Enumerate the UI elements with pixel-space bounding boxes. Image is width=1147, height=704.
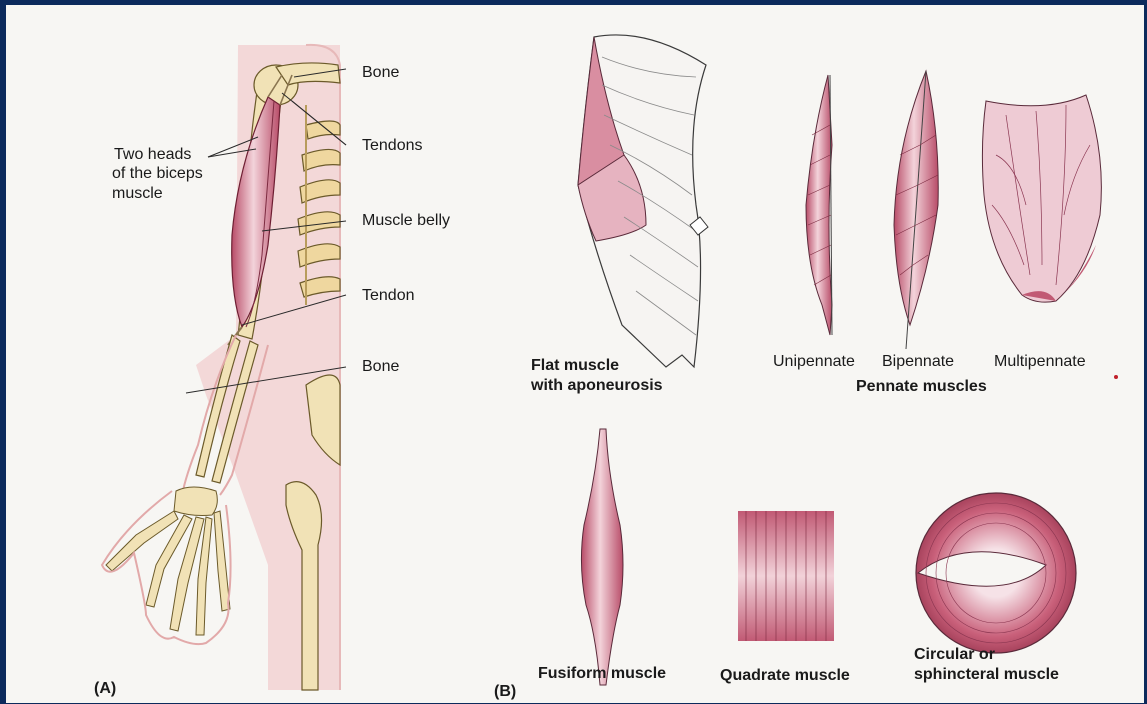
label-flat-muscle-1: Flat muscle (531, 356, 619, 375)
hand-bones (106, 487, 230, 635)
label-bone-top: Bone (362, 63, 399, 82)
stray-mark (1114, 375, 1118, 379)
arm-illustration (102, 45, 346, 690)
label-multipennate: Multipennate (994, 352, 1086, 371)
label-tendon: Tendon (362, 286, 415, 305)
label-pennate-muscles: Pennate muscles (856, 377, 987, 396)
label-flat-muscle-2: with aponeurosis (531, 376, 663, 395)
flat-muscle-illustration (578, 35, 708, 367)
label-quadrate: Quadrate muscle (720, 666, 850, 685)
label-fusiform: Fusiform muscle (538, 664, 666, 683)
quadrate-muscle-illustration (738, 511, 834, 641)
bipennate-muscle-illustration (894, 71, 938, 349)
label-two-heads-3: muscle (112, 184, 163, 203)
illustration-canvas (6, 5, 1144, 703)
unipennate-muscle-illustration (806, 75, 832, 335)
label-circular-1: Circular or (914, 645, 995, 664)
label-muscle-belly: Muscle belly (362, 211, 450, 230)
label-unipennate: Unipennate (773, 352, 855, 371)
label-circular-2: sphincteral muscle (914, 665, 1059, 684)
label-tendons: Tendons (362, 136, 423, 155)
multipennate-muscle-illustration (982, 95, 1101, 302)
panel-a-label: (A) (94, 679, 116, 698)
label-two-heads-2: of the biceps (112, 164, 203, 183)
label-bone-bottom: Bone (362, 357, 399, 376)
fusiform-muscle-illustration (581, 429, 623, 685)
label-two-heads-1: Two heads (114, 145, 191, 164)
anatomy-figure: Bone Tendons Two heads of the biceps mus… (6, 5, 1144, 703)
circular-muscle-illustration (916, 493, 1076, 653)
label-bipennate: Bipennate (882, 352, 954, 371)
panel-b-label: (B) (494, 682, 516, 701)
